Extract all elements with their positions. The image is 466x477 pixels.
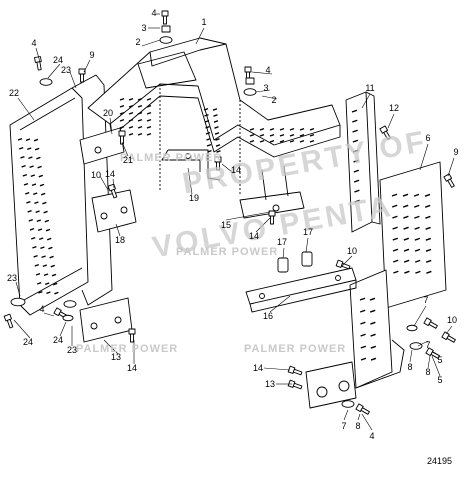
bolt-icon — [441, 331, 456, 343]
callout-number: 4 — [31, 38, 37, 48]
washer-icon — [406, 324, 418, 332]
callout-number: 10 — [90, 170, 102, 180]
bolt-icon — [443, 173, 455, 188]
bolt-icon — [287, 379, 303, 390]
callout-number: 17 — [276, 237, 288, 247]
callout-number: 24 — [22, 337, 34, 347]
callout-number: 5 — [437, 355, 443, 365]
callout-number: 11 — [365, 83, 375, 93]
callout-number: 14 — [126, 363, 138, 373]
washer-icon — [10, 297, 26, 307]
hanger-bracket-15 — [239, 165, 305, 219]
callout-number: 23 — [6, 273, 18, 283]
callout-number: 10 — [446, 315, 458, 325]
bolt-icon — [214, 156, 222, 171]
callout-number: 7 — [425, 340, 431, 350]
washer-icon — [409, 342, 423, 350]
callout-number: 6 — [425, 133, 431, 143]
callout-number: 8 — [355, 421, 361, 431]
callout-number: 18 — [114, 235, 126, 245]
washer-icon — [39, 78, 53, 86]
bolt-icon — [379, 125, 391, 140]
callout-number: 8 — [425, 367, 431, 377]
small-bracket-20 — [79, 127, 125, 165]
callout-number: 19 — [188, 193, 200, 203]
bolt-icon — [78, 68, 86, 83]
callout-number: 5 — [437, 375, 443, 385]
callout-number: 12 — [388, 103, 400, 113]
callout-number: 17 — [302, 227, 314, 237]
callout-number: 3 — [141, 23, 147, 33]
bolt-icon — [425, 347, 440, 359]
left-side-panel — [9, 74, 113, 316]
bolt-icon — [118, 130, 126, 145]
callout-number: 22 — [8, 88, 20, 98]
callout-number: 24 — [52, 55, 64, 65]
bolt-icon — [355, 403, 370, 415]
bolt-icon — [287, 365, 303, 376]
callout-number: 20 — [102, 108, 114, 118]
bracket-18 — [91, 189, 137, 233]
callout-number: 7 — [423, 295, 429, 305]
callout-number: 4 — [151, 8, 157, 18]
drawing-number: 24195 — [426, 456, 452, 466]
bolt-icon — [268, 210, 276, 225]
callout-number: 9 — [453, 147, 459, 157]
hanger-bracket-19 — [161, 149, 221, 181]
callout-number: 4 — [265, 65, 271, 75]
bolt-icon — [161, 10, 169, 25]
callout-number: 3 — [263, 83, 269, 93]
washer-icon — [341, 400, 355, 408]
bolt-icon — [107, 183, 118, 199]
bottom-bracket-right — [305, 361, 357, 409]
callout-number: 7 — [341, 421, 347, 431]
washer-icon — [62, 314, 74, 322]
callout-number: 14 — [104, 169, 116, 179]
callout-number: 13 — [264, 379, 276, 389]
spacers-17 — [277, 251, 313, 273]
washer-icon — [159, 36, 173, 44]
callout-number: 2 — [135, 37, 141, 47]
bolt-icon — [3, 313, 14, 329]
vertical-plate-11 — [345, 91, 381, 233]
callout-number: 2 — [271, 95, 277, 105]
callout-number: 23 — [66, 345, 78, 355]
callout-number: 14 — [248, 231, 260, 241]
washer-icon — [63, 300, 77, 308]
callout-number: 4 — [369, 431, 375, 441]
callout-number: 8 — [407, 362, 413, 372]
leader-lines — [13, 13, 455, 431]
bolt-icon — [34, 56, 42, 71]
callout-number: 14 — [252, 363, 264, 373]
cross-bar-16 — [245, 267, 357, 313]
callout-number: 23 — [60, 65, 72, 75]
callout-number: 24 — [52, 335, 64, 345]
callout-number: 10 — [346, 246, 358, 256]
callout-number: 15 — [220, 220, 232, 230]
washer-icon — [243, 88, 257, 96]
callout-number: 4 — [39, 304, 45, 314]
callout-number: 14 — [230, 165, 242, 175]
callout-number: 16 — [262, 311, 274, 321]
bolt-icon — [335, 259, 351, 270]
bolt-icon — [423, 317, 438, 329]
right-side-panel — [349, 161, 447, 389]
top-bridge-bracket — [87, 37, 341, 196]
callout-number: 1 — [201, 17, 207, 27]
bolt-icon — [128, 328, 136, 343]
callout-number: 13 — [110, 352, 122, 362]
callout-number: 9 — [89, 50, 95, 60]
callout-number: 21 — [122, 155, 134, 165]
